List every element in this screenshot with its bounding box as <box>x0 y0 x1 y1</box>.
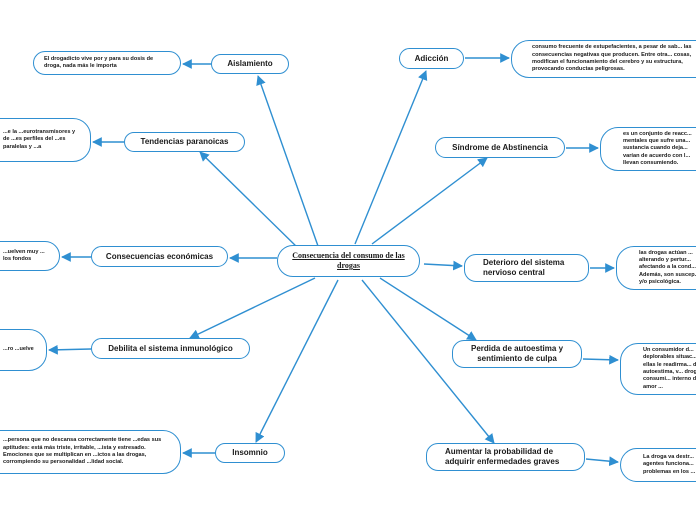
leaf-insomnio[interactable]: ...persona que no descansa correctamente… <box>0 430 181 474</box>
leaf-text: Un consumidor d... deplorables situac...… <box>643 347 696 390</box>
connector-line <box>48 344 92 355</box>
connector-line <box>585 456 619 467</box>
connector-line <box>255 279 339 443</box>
leaf-inmunologico[interactable]: ...ro ...uelve <box>0 329 47 371</box>
branch-label: Insomnio <box>232 448 268 458</box>
branch-inmunologico[interactable]: Debilita el sistema inmunológico <box>91 338 250 359</box>
leaf-aislamiento[interactable]: El drogadicto vive por y para su dosis d… <box>33 51 181 75</box>
leaf-text: ...uelven muy ... los fondos <box>3 248 45 262</box>
branch-deterioro[interactable]: Deterioro del sistema nervioso central <box>464 254 589 282</box>
branch-insomnio[interactable]: Insomnio <box>215 443 285 463</box>
branch-economicas[interactable]: Consecuencias económicas <box>91 246 228 267</box>
center-node[interactable]: Consecuencia del consumo de las drogas <box>277 245 420 277</box>
branch-label: Aislamiento <box>227 59 273 69</box>
leaf-text: ...e la ...eurotransmisores y de ...es p… <box>3 129 76 150</box>
connector-line <box>582 354 619 365</box>
leaf-autoestima[interactable]: Un consumidor d... deplorables situac...… <box>620 343 696 395</box>
branch-aislamiento[interactable]: Aislamiento <box>211 54 289 74</box>
branch-label: Debilita el sistema inmunológico <box>108 343 233 353</box>
connector-line <box>199 151 301 251</box>
branch-tendencias[interactable]: Tendencias paranoicas <box>124 132 245 152</box>
leaf-deterioro[interactable]: las drogas actúan ... alterando y pertur… <box>616 246 696 290</box>
leaf-text: ...persona que no descansa correctamente… <box>3 437 162 466</box>
leaf-text: es un conjunto de reacc... mentales que … <box>623 130 692 166</box>
branch-autoestima[interactable]: Perdida de autoestima y sentimiento de c… <box>452 340 582 368</box>
leaf-text: ...ro ...uelve <box>3 346 34 353</box>
branch-abstinencia[interactable]: Síndrome de Abstinencia <box>435 137 565 158</box>
connector-line <box>189 277 316 339</box>
connector-line <box>256 75 319 247</box>
leaf-text: El drogadicto vive por y para su dosis d… <box>44 55 154 69</box>
leaf-adiccion[interactable]: consumo frecuente de estupefacientes, a … <box>511 40 696 78</box>
branch-label: Síndrome de Abstinencia <box>452 142 548 152</box>
branch-label: Aumentar la probabilidad de adquirir enf… <box>445 447 560 466</box>
branch-label: Deterioro del sistema nervioso central <box>483 258 565 277</box>
connector-line <box>354 70 428 245</box>
branch-label: Adicción <box>414 53 449 63</box>
branch-adiccion[interactable]: Adicción <box>399 48 464 69</box>
connector-line <box>371 157 488 245</box>
branch-label: Perdida de autoestima y sentimiento de c… <box>470 344 564 363</box>
leaf-abstinencia[interactable]: es un conjunto de reacc... mentales que … <box>600 127 696 171</box>
leaf-text: las drogas actúan ... alterando y pertur… <box>639 249 696 285</box>
branch-label: Consecuencias económicas <box>105 251 214 261</box>
connector-line <box>423 260 463 271</box>
connector-line <box>379 277 477 341</box>
leaf-text: La droga va destr... agentes funciona...… <box>643 454 696 475</box>
connector-line <box>361 279 495 444</box>
leaf-economicas[interactable]: ...uelven muy ... los fondos <box>0 241 60 271</box>
leaf-enfermedades[interactable]: La droga va destr... agentes funciona...… <box>620 448 696 482</box>
branch-label: Tendencias paranoicas <box>140 137 229 147</box>
leaf-tendencias[interactable]: ...e la ...eurotransmisores y de ...es p… <box>0 118 91 162</box>
center-label: Consecuencia del consumo de las drogas <box>292 251 405 270</box>
leaf-text: consumo frecuente de estupefacientes, a … <box>532 44 692 73</box>
branch-enfermedades[interactable]: Aumentar la probabilidad de adquirir enf… <box>426 443 585 471</box>
